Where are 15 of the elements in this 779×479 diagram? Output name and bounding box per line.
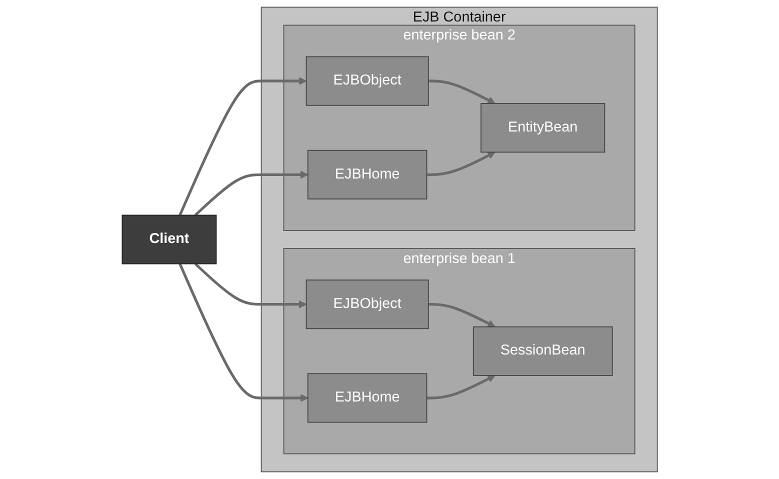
node-box: EJBHome (307, 150, 427, 200)
arrow (194, 170, 308, 216)
node-box: EntityBean (480, 103, 605, 153)
node-box: Client (121, 214, 216, 264)
arrow (426, 152, 496, 176)
node-box: SessionBean (472, 326, 612, 376)
arrow (194, 262, 306, 308)
node-box: EJBObject (306, 280, 429, 330)
node-box: EJBObject (306, 56, 429, 106)
arrow (178, 263, 308, 402)
arrow (428, 80, 496, 104)
arrow (178, 77, 306, 216)
arrow (426, 375, 496, 400)
node-box: EJBHome (307, 373, 427, 423)
arrow (428, 302, 496, 328)
